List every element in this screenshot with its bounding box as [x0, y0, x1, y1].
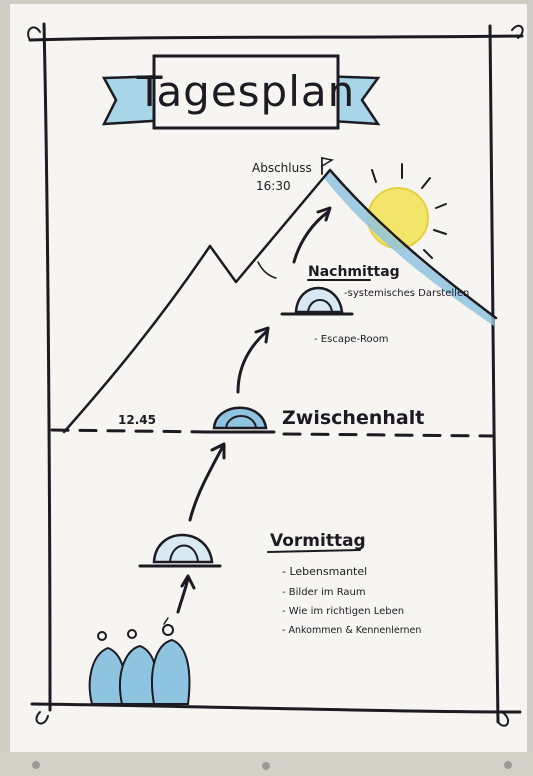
- page-title: Tagesplan: [136, 67, 356, 116]
- path-arrows: [176, 206, 332, 614]
- stopover-time: 12.45: [118, 413, 156, 427]
- afternoon-igloo-icon: [280, 286, 354, 316]
- arrow-to-summit: [292, 210, 330, 264]
- arrow-to-stopover-head: [210, 442, 226, 460]
- summit-label: Abschluss: [252, 161, 312, 175]
- tray-screw-right: [504, 761, 512, 769]
- participants-group-icon: [88, 617, 191, 705]
- arrow-to-afternoon-head: [254, 326, 270, 344]
- afternoon-item-2: - Escape-Room: [314, 334, 389, 345]
- morning-heading: Vormittag: [270, 531, 366, 551]
- afternoon-item-1: -systemisches Darstellen: [344, 288, 469, 299]
- mountain-outline: [62, 168, 498, 434]
- arrow-to-summit-head: [316, 206, 332, 222]
- frame-border: [28, 22, 524, 724]
- arrow-to-morning-head: [180, 574, 196, 590]
- arrow-to-stopover: [188, 446, 224, 522]
- tray-screw-middle: [262, 762, 270, 770]
- morning-igloo-icon: [138, 533, 222, 568]
- title-banner: Tagesplan: [101, 54, 381, 130]
- morning-item-2: - Bilder im Raum: [282, 587, 366, 598]
- horizon-dashes-right: [282, 432, 496, 438]
- stopover-igloo-icon: [202, 406, 276, 434]
- morning-item-4: - Ankommen & Kennenlernen: [282, 625, 421, 636]
- morning-underline: [267, 549, 361, 553]
- morning-item-1: - Lebensmantel: [282, 565, 367, 578]
- summit-flag: [321, 157, 335, 175]
- arrow-to-morning: [176, 576, 190, 614]
- afternoon-heading: Nachmittag: [308, 264, 400, 280]
- frame-corner-loops: [27, 24, 524, 727]
- arrow-to-afternoon: [236, 330, 268, 394]
- banner-center: [152, 54, 340, 130]
- tray-screw-left: [32, 761, 40, 769]
- stopover-label: Zwischenhalt: [282, 407, 424, 429]
- summit-time: 16:30: [256, 179, 291, 193]
- morning-item-3: - Wie im richtigen Leben: [282, 606, 404, 617]
